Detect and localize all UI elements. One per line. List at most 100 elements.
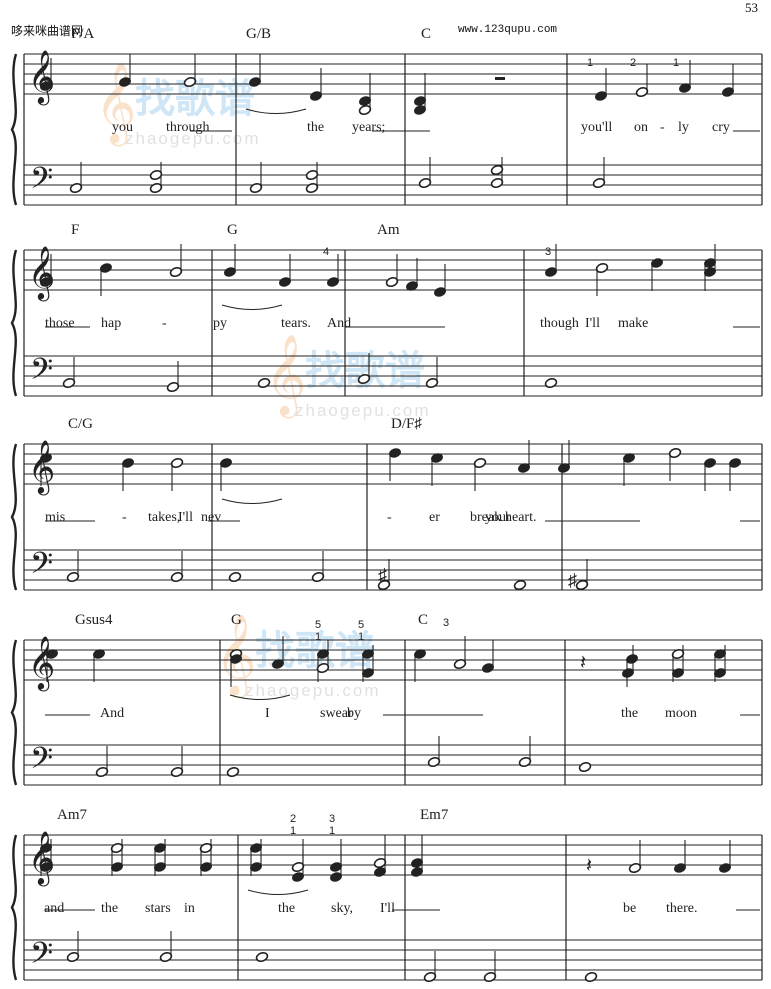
- whole-rest: ▬: [495, 72, 505, 83]
- bass-clef-icon: 𝄢: [30, 162, 53, 202]
- fingering-number: 3: [443, 617, 449, 629]
- lyric-syllable: and: [44, 901, 64, 916]
- sharp-icon: ♯: [378, 565, 387, 585]
- quarter-rest: 𝄽: [586, 855, 592, 877]
- site-name: 哆来咪曲谱网: [11, 24, 84, 38]
- chord-symbol: G: [231, 612, 242, 628]
- fingering-number: 5: [315, 619, 321, 631]
- lyric-syllable: you: [112, 120, 133, 135]
- lyric-syllable: the: [621, 706, 638, 721]
- lyric-syllable: stars: [145, 901, 171, 916]
- lyric-syllable: I: [265, 706, 270, 721]
- bass-note-head: [149, 169, 163, 181]
- brace: [10, 443, 18, 591]
- lyric-syllable: mis: [45, 510, 65, 525]
- chord-symbol: C: [421, 26, 431, 42]
- brace: [10, 249, 18, 397]
- bass-note-head: [228, 571, 242, 583]
- lyric-syllable: in: [184, 901, 195, 916]
- lyric-syllable: -: [162, 316, 167, 331]
- lyric-syllable: though: [540, 316, 579, 331]
- sharp-icon: ♯: [568, 570, 577, 590]
- lyric-syllable: takes,: [148, 510, 180, 525]
- bass-note-head: [255, 951, 269, 963]
- lyric-syllable: py: [213, 316, 227, 331]
- page-number: 53: [745, 0, 758, 15]
- bass-note-head: [584, 971, 598, 983]
- lyric-syllable: your: [485, 510, 511, 525]
- lyric-syllable: by: [347, 706, 361, 721]
- bass-note-head: [544, 377, 558, 389]
- tie: [245, 108, 307, 114]
- lyric-syllable: er: [429, 510, 440, 525]
- fingering-number: 3: [545, 246, 551, 258]
- bass-note-head: [305, 169, 319, 181]
- lyric-syllable: tears.: [281, 316, 311, 331]
- lyric-syllable: -: [660, 120, 665, 135]
- tie: [221, 498, 283, 504]
- lyric-syllable: you'll: [581, 120, 612, 135]
- bass-clef-icon: 𝄢: [30, 353, 53, 393]
- lyric-syllable: swear: [320, 706, 353, 721]
- lyric-syllable: heart.: [505, 510, 536, 525]
- lyric-syllable: cry: [712, 120, 730, 135]
- chord-symbol: G: [227, 222, 238, 238]
- lyric-syllable: And: [100, 706, 124, 721]
- lyric-syllable: I'll: [585, 316, 600, 331]
- bass-clef-icon: 𝄢: [30, 547, 53, 587]
- lyric-syllable: I'll: [178, 510, 193, 525]
- tie: [229, 694, 291, 700]
- bass-note-head: [578, 761, 592, 773]
- fingering-number: 2: [290, 813, 296, 825]
- lyric-syllable: -: [122, 510, 127, 525]
- lyric-syllable: sky,: [331, 901, 353, 916]
- lyric-syllable: hap: [101, 316, 121, 331]
- tie: [221, 304, 283, 310]
- chord-symbol: Gsus4: [75, 612, 113, 628]
- bass-clef-icon: 𝄢: [30, 742, 53, 782]
- chord-symbol: C: [418, 612, 428, 628]
- bass-note-head: [513, 579, 527, 591]
- lyric-syllable: on: [634, 120, 648, 135]
- lyric-syllable: there.: [666, 901, 697, 916]
- chord-symbol: Em7: [420, 807, 449, 823]
- lyric-syllable: nev: [201, 510, 221, 525]
- fingering-number: 1: [290, 825, 296, 837]
- brace: [10, 639, 18, 786]
- lyric-syllable: the: [101, 901, 118, 916]
- site-url: www.123qupu.com: [458, 24, 558, 36]
- fingering-number: 5: [358, 619, 364, 631]
- bass-clef-icon: 𝄢: [30, 937, 53, 977]
- lyric-syllable: be: [623, 901, 636, 916]
- fingering-number: 1: [315, 631, 321, 643]
- brace: [10, 53, 18, 206]
- fingering-number: 4: [323, 246, 329, 258]
- watermark-url: zhaogepu.com: [245, 681, 381, 700]
- chord-symbol: F/A: [71, 26, 95, 42]
- tie: [247, 889, 309, 895]
- chord-symbol: F: [71, 222, 79, 238]
- fingering-number: 3: [329, 813, 335, 825]
- lyric-syllable: those: [45, 316, 75, 331]
- lyric-syllable: through: [166, 120, 210, 135]
- chord-symbol: D/F♯: [391, 416, 422, 432]
- watermark-url: zhaogepu.com: [125, 129, 261, 148]
- lyric-syllable: break: [470, 510, 501, 525]
- quarter-rest: 𝄽: [580, 652, 586, 674]
- lyric-syllable: I'll: [380, 901, 395, 916]
- treble-clef-icon: 𝄞: [28, 440, 55, 495]
- lyric-syllable: -: [387, 510, 392, 525]
- watermark-url: zhaogepu.com: [295, 401, 431, 420]
- bass-note-head: [257, 377, 271, 389]
- bass-note-head: [490, 164, 504, 176]
- bass-note-head: [226, 766, 240, 778]
- treble-clef-icon: 𝄞: [28, 636, 55, 691]
- chord-symbol: C/G: [68, 416, 93, 432]
- fingering-number: 1: [358, 631, 364, 643]
- lyric-syllable: ly: [678, 120, 689, 135]
- fingering-number: 1: [673, 57, 679, 69]
- lyric-syllable: years;: [352, 120, 385, 135]
- fingering-number: 2: [630, 57, 636, 69]
- fingering-number: 1: [329, 825, 335, 837]
